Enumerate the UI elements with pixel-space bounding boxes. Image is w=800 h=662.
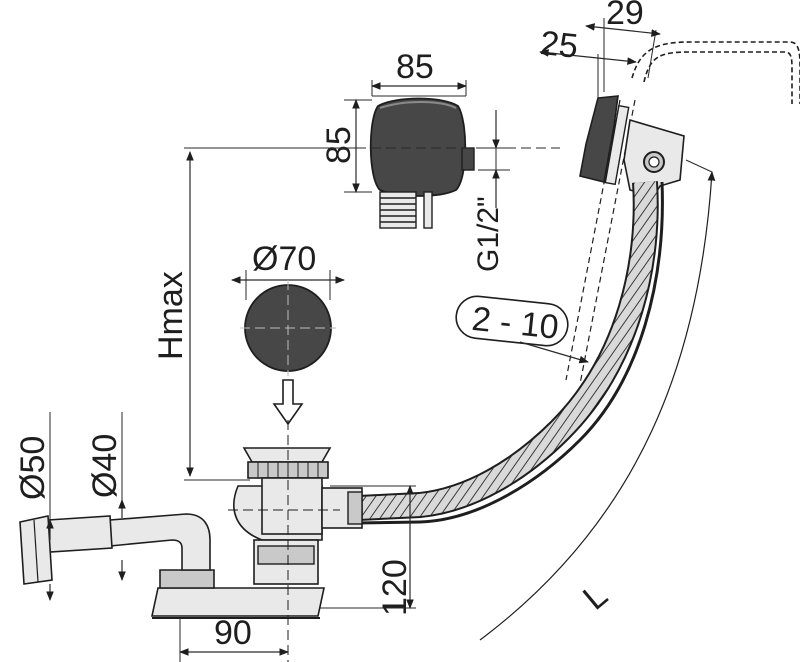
outlet-reducer [47, 515, 113, 553]
outlet-pipe [109, 513, 211, 571]
tub-wall-bubble [455, 295, 569, 347]
trap-base [151, 587, 325, 617]
overflow-cap [579, 95, 619, 183]
bowden-cable [289, 181, 664, 526]
valve-knob [369, 97, 467, 197]
overflow-pipe-dashed [631, 41, 800, 104]
hose-length-arc [479, 171, 716, 641]
drain-body [261, 477, 323, 535]
dim-label-trap-offset: 90 [214, 614, 252, 652]
tub-wall-dashed [565, 99, 636, 385]
dim-label-valve-width: 85 [396, 48, 434, 86]
dim-label-inner-pipe: Ø40 [86, 434, 124, 498]
dim-label-wall-range: 2 - 10 [470, 300, 560, 347]
dim-label-valve-height: 85 [320, 126, 358, 164]
dim-label-cover: Ø70 [252, 240, 316, 278]
dim-label-outer-pipe: Ø50 [14, 436, 52, 500]
overflow-assembly: 29 25 [538, 0, 800, 385]
tub-wall-thickness-callout: 2 - 10 [455, 295, 589, 364]
drain-cover-assembly: Ø70 [231, 240, 345, 426]
overflow-gasket [604, 104, 630, 186]
dim-label-29: 29 [606, 0, 644, 32]
down-arrow-icon [272, 379, 304, 426]
valve-pin [423, 191, 433, 229]
trap-nut [257, 545, 315, 565]
drain-trap-assembly [19, 420, 363, 662]
dim-label-trap-height: 120 [376, 559, 414, 616]
valve-assembly: 85 85 G1/2" [320, 48, 560, 272]
waste-flange [242, 447, 332, 463]
dim-label-thread: G1/2" [472, 196, 505, 272]
dim-label-length: L [576, 576, 615, 617]
dim-label-25: 25 [538, 24, 580, 66]
valve-side-stub [461, 147, 475, 171]
dim-label-hmax: Hmax [152, 271, 190, 360]
